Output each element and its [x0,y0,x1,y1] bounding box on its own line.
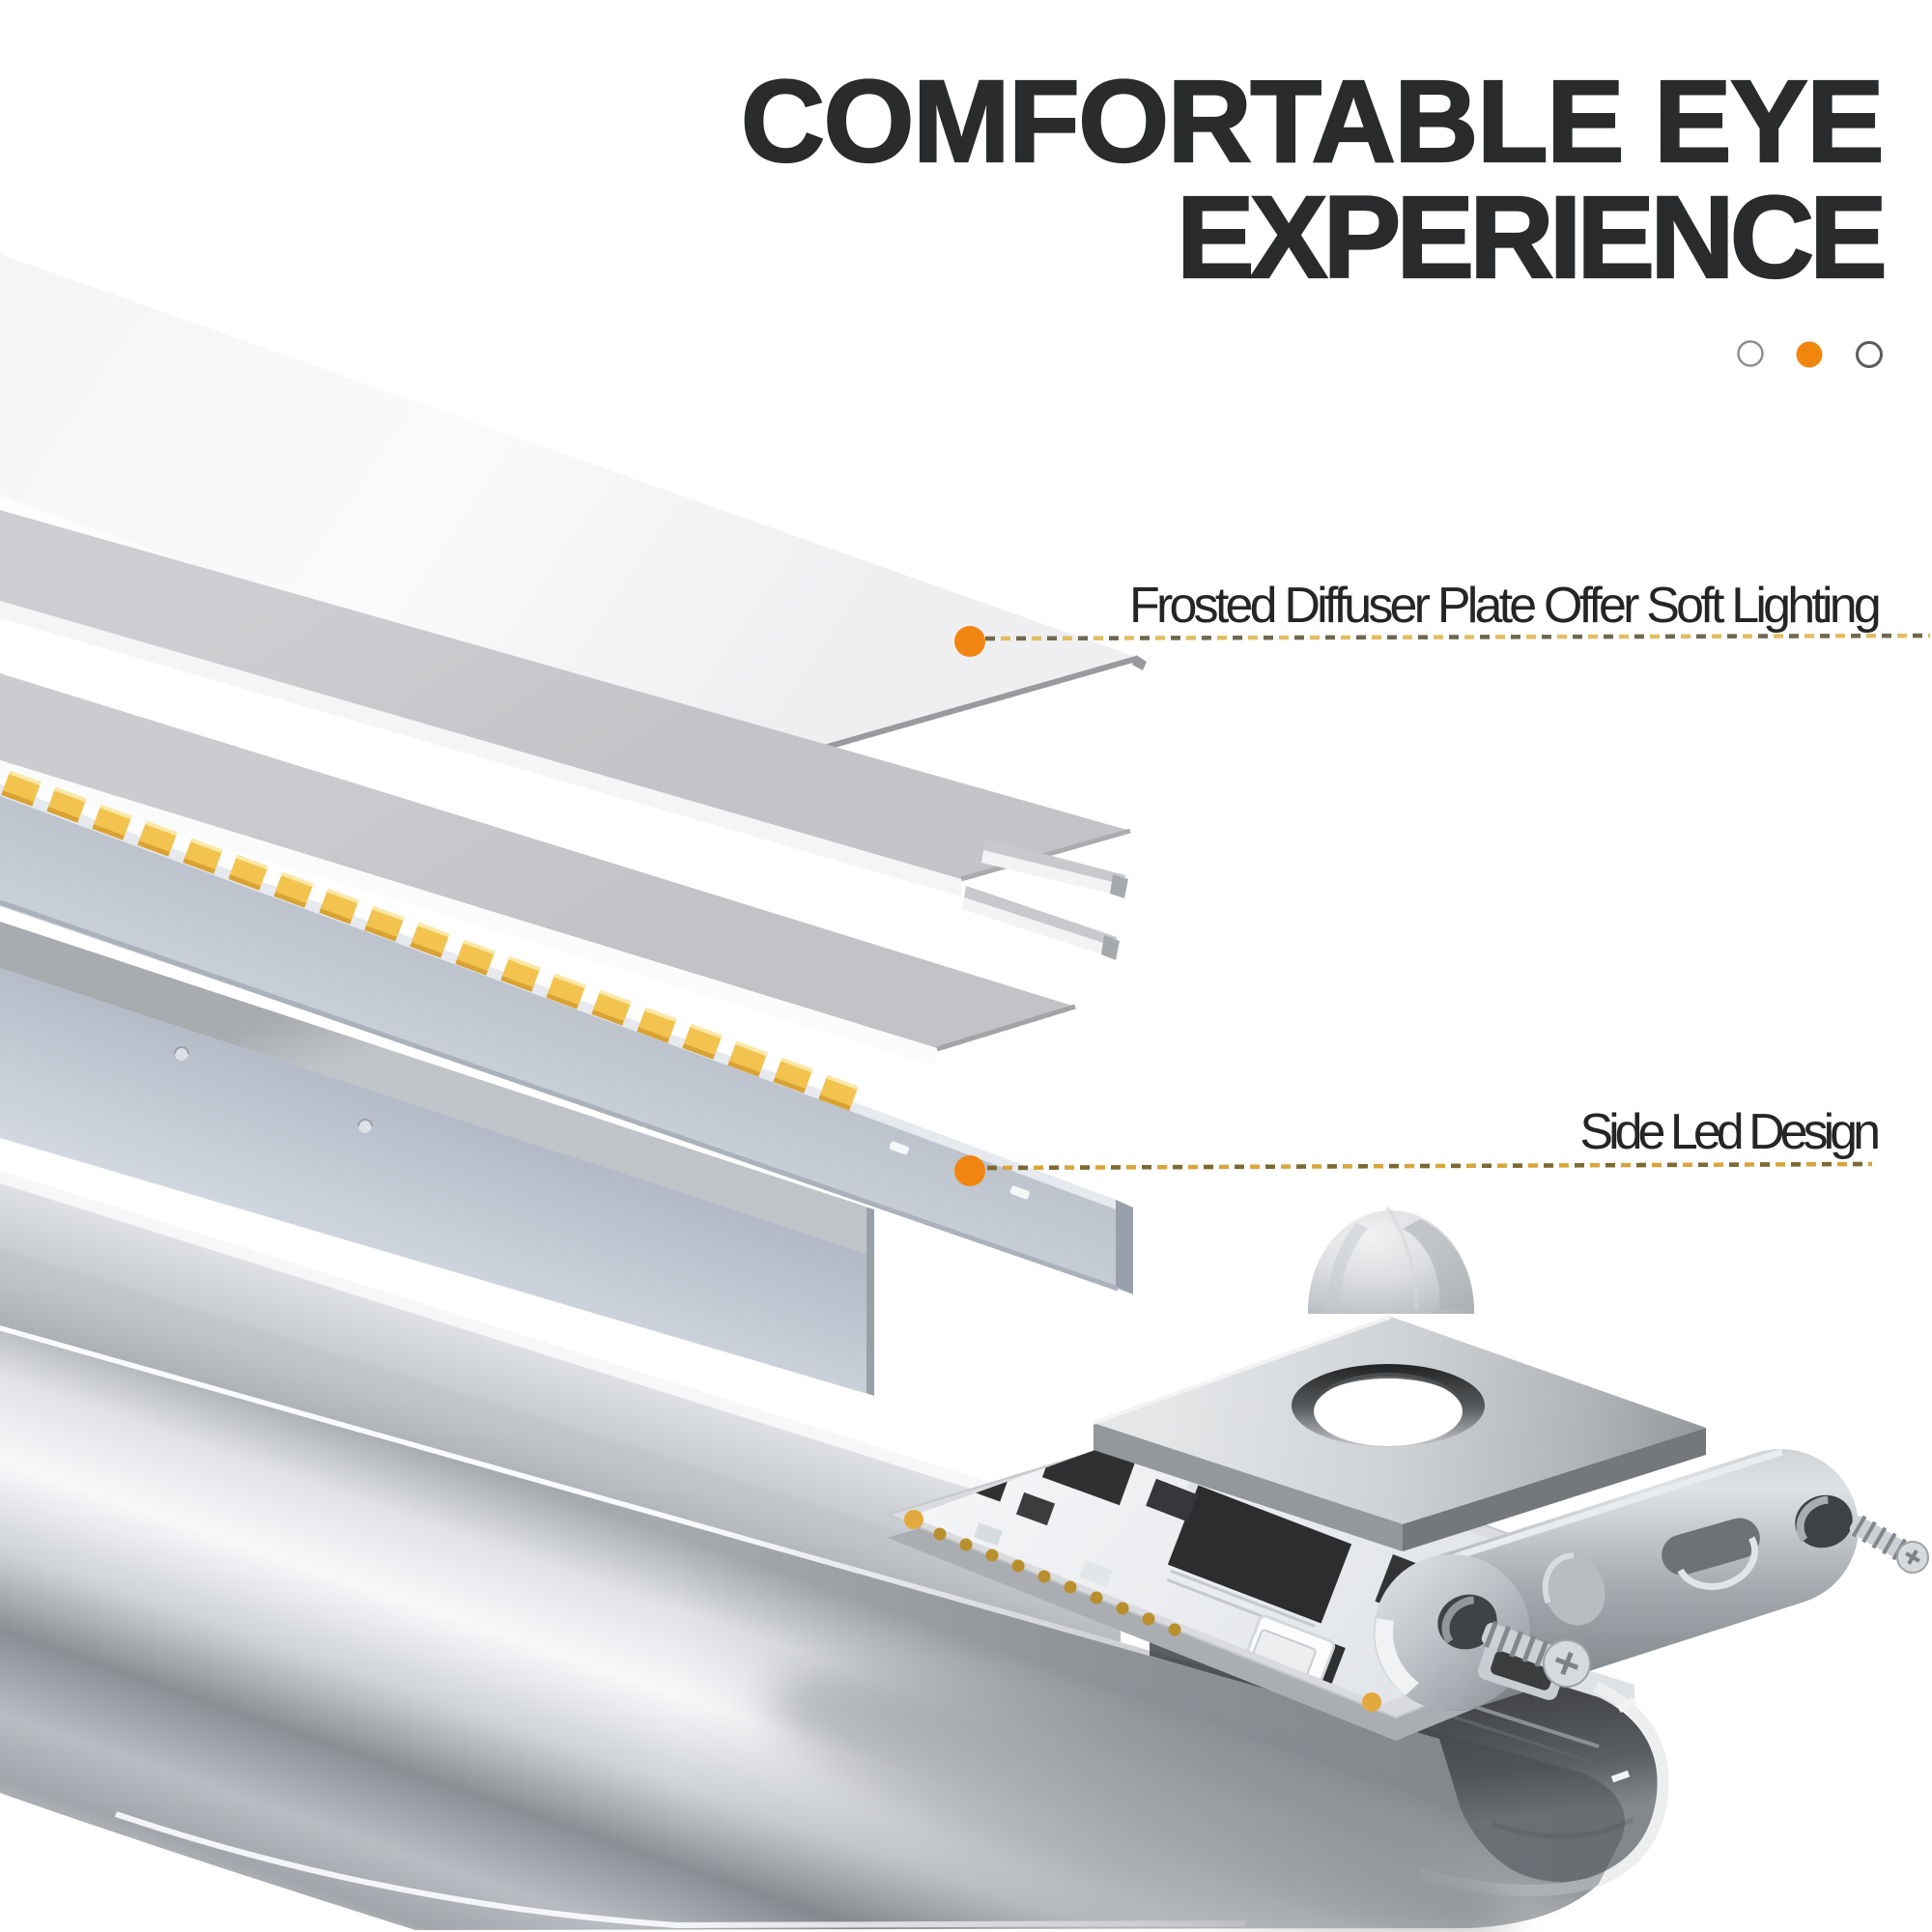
svg-text:EXPERIENCE: EXPERIENCE [1177,171,1883,302]
svg-text:COMFORTABLE EYE: COMFORTABLE EYE [741,55,1883,186]
svg-text:Frosted Diffuser Plate Offer S: Frosted Diffuser Plate Offer Soft Lighti… [1129,578,1879,634]
svg-text:Side Led Design: Side Led Design [1579,1104,1878,1160]
